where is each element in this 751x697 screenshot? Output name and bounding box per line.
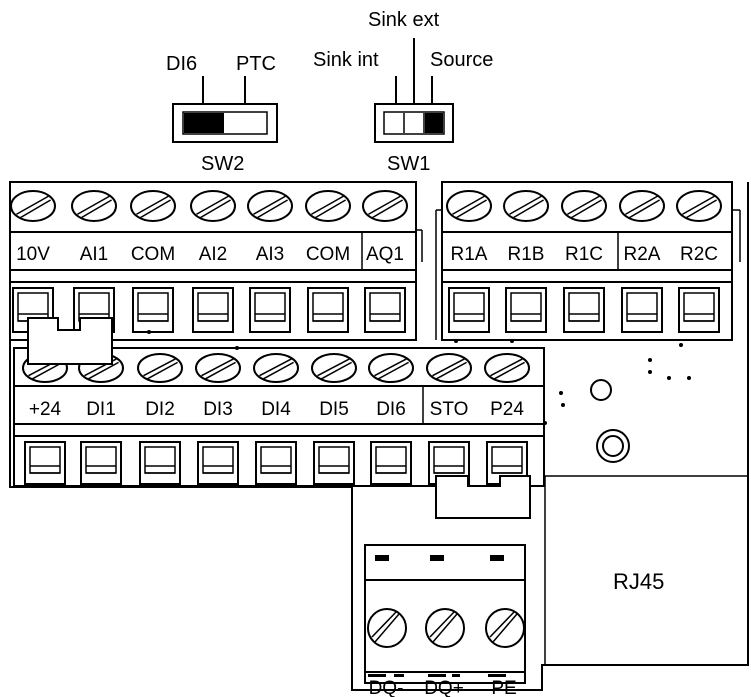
middle-screw-4[interactable] <box>253 353 299 383</box>
top-left-screw-5[interactable] <box>305 190 351 222</box>
top-left-socket-2[interactable] <box>132 287 174 333</box>
board-dots <box>147 330 691 425</box>
terminal-label: +24 <box>29 399 62 420</box>
terminal-label: STO <box>430 399 469 420</box>
terminal-label: R1B <box>508 244 545 265</box>
jumper-sto-p24 <box>435 475 531 519</box>
sw2-left-label: DI6 <box>166 53 197 75</box>
terminal-label: DI3 <box>203 399 233 420</box>
middle-screw-5[interactable] <box>311 353 357 383</box>
top-right-screw-2[interactable] <box>561 190 607 222</box>
sw2-right-label: PTC <box>236 53 276 75</box>
terminal-label: AQ1 <box>366 244 404 265</box>
terminal-label: PE <box>491 678 516 697</box>
top-left-terminal-block <box>9 181 423 341</box>
terminal-label: DI1 <box>86 399 116 420</box>
top-right-socket-0[interactable] <box>448 287 490 333</box>
terminal-label: DI2 <box>145 399 175 420</box>
terminal-label: DI5 <box>319 399 349 420</box>
terminal-label: AI1 <box>80 244 109 265</box>
top-right-socket-4[interactable] <box>678 287 720 333</box>
bottom-screw-2[interactable] <box>485 608 525 648</box>
top-left-screw-1[interactable] <box>71 190 117 222</box>
terminal-label: DQ- <box>369 678 404 697</box>
sw2-switch[interactable] <box>172 76 278 143</box>
middle-screw-3[interactable] <box>195 353 241 383</box>
mounting-hole <box>590 379 612 401</box>
terminal-label: DI4 <box>261 399 291 420</box>
top-left-screw-4[interactable] <box>247 190 293 222</box>
middle-screw-8[interactable] <box>484 353 530 383</box>
terminal-label: AI2 <box>199 244 228 265</box>
terminal-label: R2A <box>624 244 661 265</box>
middle-socket-0[interactable] <box>24 441 66 485</box>
bottom-screw-0[interactable] <box>367 608 407 648</box>
top-left-screw-0[interactable] <box>10 190 56 222</box>
top-right-screw-3[interactable] <box>619 190 665 222</box>
middle-socket-3[interactable] <box>197 441 239 485</box>
top-right-socket-3[interactable] <box>621 287 663 333</box>
terminal-label: R2C <box>680 244 718 265</box>
terminal-label: 10V <box>16 244 50 265</box>
top-right-socket-2[interactable] <box>563 287 605 333</box>
middle-screw-7[interactable] <box>426 353 472 383</box>
top-left-socket-3[interactable] <box>192 287 234 333</box>
sw1-top-label: Sink ext <box>368 9 440 31</box>
terminal-label: COM <box>306 244 350 265</box>
sw1-switch[interactable] <box>374 38 454 143</box>
middle-socket-5[interactable] <box>313 441 355 485</box>
top-right-terminal-block <box>435 181 741 341</box>
rj45-label: RJ45 <box>613 569 664 594</box>
top-right-screw-0[interactable] <box>446 190 492 222</box>
sw1-right-label: Source <box>430 49 493 71</box>
bottom-screw-1[interactable] <box>425 608 465 648</box>
terminal-label: DQ+ <box>424 678 464 697</box>
top-right-socket-1[interactable] <box>505 287 547 333</box>
terminal-label: R1C <box>565 244 603 265</box>
terminal-label: COM <box>131 244 175 265</box>
middle-socket-1[interactable] <box>80 441 122 485</box>
sw2-slider <box>184 113 224 133</box>
terminal-label: P24 <box>490 399 524 420</box>
bottom-terminal-block <box>364 544 526 684</box>
top-left-screw-6[interactable] <box>362 190 408 222</box>
top-right-screw-4[interactable] <box>676 190 722 222</box>
top-left-socket-4[interactable] <box>249 287 291 333</box>
sw2-name: SW2 <box>201 153 244 175</box>
top-left-socket-5[interactable] <box>307 287 349 333</box>
terminal-label: R1A <box>451 244 488 265</box>
sw1-left-label: Sink int <box>313 49 379 71</box>
middle-screw-2[interactable] <box>137 353 183 383</box>
top-left-screw-2[interactable] <box>130 190 176 222</box>
terminal-label: AI3 <box>256 244 285 265</box>
middle-terminal-block <box>13 347 545 487</box>
middle-screw-6[interactable] <box>368 353 414 383</box>
terminal-label: DI6 <box>376 399 406 420</box>
middle-socket-4[interactable] <box>255 441 297 485</box>
middle-socket-2[interactable] <box>139 441 181 485</box>
middle-socket-6[interactable] <box>370 441 412 485</box>
sw1-name: SW1 <box>387 153 430 175</box>
status-led <box>596 429 630 463</box>
top-left-screw-3[interactable] <box>190 190 236 222</box>
sw1-slider <box>425 113 443 133</box>
top-left-socket-6[interactable] <box>364 287 406 333</box>
jumper-24-di1 <box>27 317 113 365</box>
top-right-screw-1[interactable] <box>503 190 549 222</box>
